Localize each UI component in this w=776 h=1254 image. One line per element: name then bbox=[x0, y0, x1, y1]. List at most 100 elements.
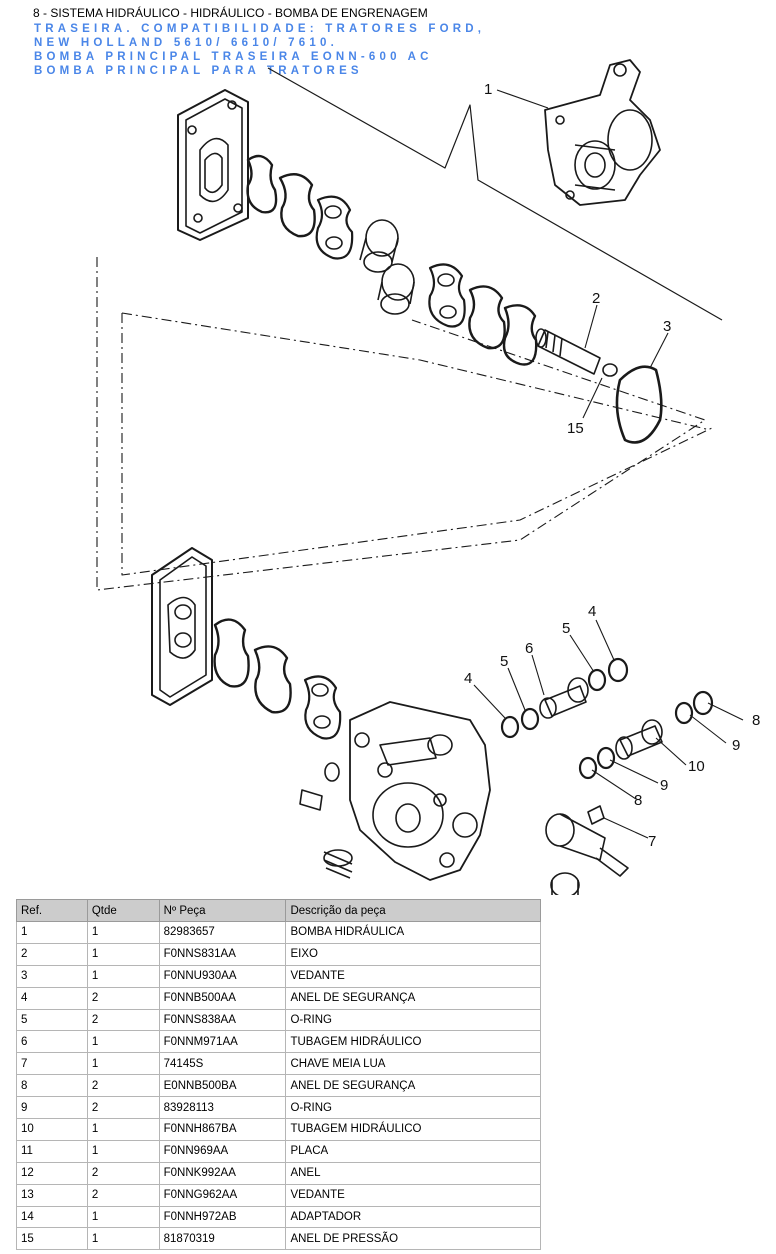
cell-qty: 2 bbox=[86, 1161, 160, 1185]
column-header-qty: Qtde bbox=[86, 899, 160, 922]
callout-number: 4 bbox=[588, 603, 596, 620]
cell-ref: 2 bbox=[16, 942, 88, 966]
cell-part-number: E0NNB500BA bbox=[158, 1074, 287, 1098]
column-header-part-number: Nº Peça bbox=[158, 899, 287, 922]
cell-ref: 11 bbox=[16, 1139, 88, 1163]
cell-ref: 1 bbox=[16, 921, 88, 944]
cell-description: ANEL bbox=[285, 1161, 541, 1185]
cell-part-number: F0NNS838AA bbox=[158, 1008, 287, 1032]
table-header-row: Ref. Qtde Nº Peça Descrição da peça bbox=[16, 899, 541, 922]
seal-ring-large bbox=[615, 365, 663, 444]
cell-ref: 15 bbox=[16, 1227, 88, 1251]
cell-part-number: F0NNS831AA bbox=[158, 942, 287, 966]
upper-cover-plate bbox=[177, 89, 249, 241]
cell-description: EIXO bbox=[285, 942, 541, 966]
cell-ref: 12 bbox=[16, 1161, 88, 1185]
column-header-ref: Ref. bbox=[16, 899, 88, 922]
cell-part-number: 81870319 bbox=[158, 1227, 287, 1251]
callout-number: 7 bbox=[648, 833, 656, 850]
callout-number: 6 bbox=[525, 640, 533, 657]
column-header-description: Descrição da peça bbox=[285, 899, 541, 922]
lower-pump-housing bbox=[349, 701, 491, 881]
cell-qty: 1 bbox=[86, 1205, 160, 1229]
description-line: NEW HOLLAND 5610/ 6610/ 7610. bbox=[34, 37, 338, 49]
callout-number: 5 bbox=[562, 620, 570, 637]
cell-part-number: F0NNH867BA bbox=[158, 1118, 287, 1141]
cell-ref: 4 bbox=[16, 986, 88, 1010]
description-line: BOMBA PRINCIPAL TRASEIRA EONN-600 AC bbox=[34, 51, 433, 63]
cell-ref: 3 bbox=[16, 964, 88, 988]
spring-coil bbox=[323, 849, 353, 879]
tube-assembly-left bbox=[500, 657, 629, 739]
gear-shaft-lower bbox=[545, 805, 629, 895]
cell-part-number: F0NN969AA bbox=[158, 1139, 287, 1163]
cell-qty: 2 bbox=[86, 1074, 160, 1098]
middle-seal-set bbox=[428, 263, 538, 366]
callout-number: 1 bbox=[484, 81, 492, 98]
lower-cover-plate bbox=[151, 547, 213, 706]
cell-part-number: F0NNH972AB bbox=[158, 1205, 287, 1229]
cell-part-number: 74145S bbox=[158, 1052, 287, 1076]
key-clip bbox=[299, 789, 323, 811]
callout-number: 3 bbox=[663, 318, 671, 335]
exploded-parts-diagram: 1 2 3 15 4 5 6 5 4 8 9 10 9 8 7 bbox=[96, 59, 760, 895]
product-description: TRASEIRA. COMPATIBILIDADE: TRATORES FORD… bbox=[34, 22, 594, 78]
cell-description: PLACA bbox=[285, 1139, 541, 1163]
cell-qty: 1 bbox=[86, 1030, 160, 1054]
cell-part-number: F0NNU930AA bbox=[158, 964, 287, 988]
callout-number: 4 bbox=[464, 670, 472, 687]
cell-ref: 13 bbox=[16, 1183, 88, 1207]
cell-description: VEDANTE bbox=[285, 964, 541, 988]
cell-qty: 1 bbox=[86, 1227, 160, 1251]
callout-number: 8 bbox=[752, 712, 760, 729]
callout-number: 10 bbox=[688, 758, 705, 775]
cell-description: ANEL DE SEGURANÇA bbox=[285, 1074, 541, 1098]
cell-ref: 8 bbox=[16, 1074, 88, 1098]
cell-qty: 1 bbox=[86, 942, 160, 966]
cell-ref: 14 bbox=[16, 1205, 88, 1229]
pump-assembly bbox=[544, 59, 661, 206]
cell-ref: 9 bbox=[16, 1096, 88, 1120]
drive-shaft bbox=[535, 328, 618, 377]
lower-seal-set bbox=[213, 618, 342, 740]
callout-number: 8 bbox=[634, 792, 642, 809]
cell-description: ANEL DE PRESSÃO bbox=[285, 1227, 541, 1251]
cell-ref: 6 bbox=[16, 1030, 88, 1054]
cell-description: BOMBA HIDRÁULICA bbox=[285, 921, 541, 944]
cell-part-number: 83928113 bbox=[158, 1096, 287, 1120]
cell-qty: 2 bbox=[86, 1096, 160, 1120]
cell-part-number: 82983657 bbox=[158, 921, 287, 944]
cell-description: ANEL DE SEGURANÇA bbox=[285, 986, 541, 1010]
page-title: 8 - SISTEMA HIDRÁULICO - HIDRÁULICO - BO… bbox=[33, 6, 428, 20]
cell-part-number: F0NNK992AA bbox=[158, 1161, 287, 1185]
cell-qty: 1 bbox=[86, 1139, 160, 1163]
cell-ref: 10 bbox=[16, 1118, 88, 1141]
cell-ref: 5 bbox=[16, 1008, 88, 1032]
callout-number: 2 bbox=[592, 290, 600, 307]
cell-part-number: F0NNB500AA bbox=[158, 986, 287, 1010]
tube-assembly-right bbox=[578, 690, 714, 780]
callout-number: 9 bbox=[660, 777, 668, 794]
cell-ref: 7 bbox=[16, 1052, 88, 1076]
cell-description: CHAVE MEIA LUA bbox=[285, 1052, 541, 1076]
cell-qty: 1 bbox=[86, 964, 160, 988]
callout-number: 9 bbox=[732, 737, 740, 754]
cell-qty: 2 bbox=[86, 986, 160, 1010]
cell-part-number: F0NNG962AA bbox=[158, 1183, 287, 1207]
cell-part-number: F0NNM971AA bbox=[158, 1030, 287, 1054]
cell-description: TUBAGEM HIDRÁULICO bbox=[285, 1030, 541, 1054]
cell-description: TUBAGEM HIDRÁULICO bbox=[285, 1118, 541, 1141]
